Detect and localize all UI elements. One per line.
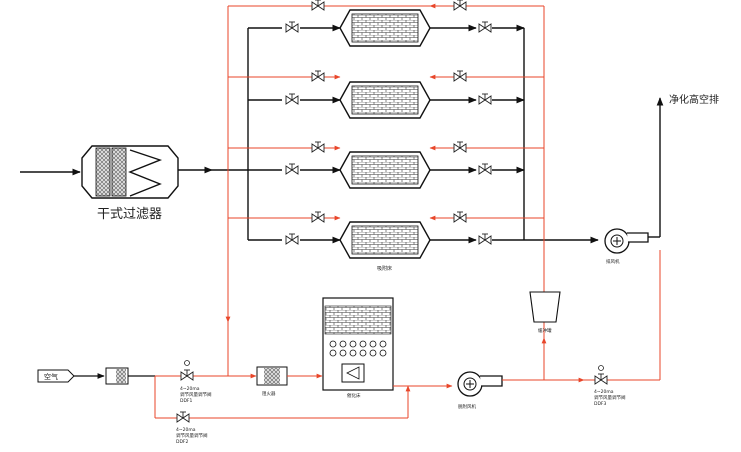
desorption-fan-label: 脱附风机 [458,403,476,410]
clean-air-out-label: 净化高空排 [669,93,719,106]
air-filter [105,367,129,385]
bed-row-2 [248,81,525,119]
desorption-branches-left [228,5,341,221]
buffer-tank-label: 缓冲罐 [538,327,552,334]
catalytic-bed-label: 催化床 [347,392,361,399]
valve2-tag: DDF2 [176,439,189,445]
valve3-name: 调节风量调节阀 [594,394,626,401]
exhaust-fan-label: 排风机 [606,258,620,265]
valve1-tag: DDF1 [180,398,193,404]
flame-arrester-label: 阻火器 [262,390,276,397]
valve2-name: 调节风量调节阀 [176,432,208,439]
air-source [37,369,75,383]
desorption-fan [457,371,503,397]
valve1-signal: 4~20ma [180,386,200,392]
exhaust-fan [604,228,649,254]
desorption-branches-right [429,3,544,221]
valve3-tag: DDF3 [594,401,607,407]
bed-row-3 [248,151,525,189]
buffer-tank [529,291,561,323]
valve3-signal: 4~20ma [594,389,614,395]
air-label: 空气 [44,372,58,381]
dry-filter-label: 干式过滤器 [97,207,162,222]
adsorption-bed-label: 吸附床 [377,265,392,272]
valve2-signal: 4~20ma [176,427,196,433]
valve1-name: 调节风量调节阀 [180,391,212,398]
dry-filter [81,145,179,199]
bed-row-4 [248,221,524,259]
catalytic-bed [322,297,394,391]
flame-arrester [256,366,288,386]
bed-row-1 [248,9,525,47]
